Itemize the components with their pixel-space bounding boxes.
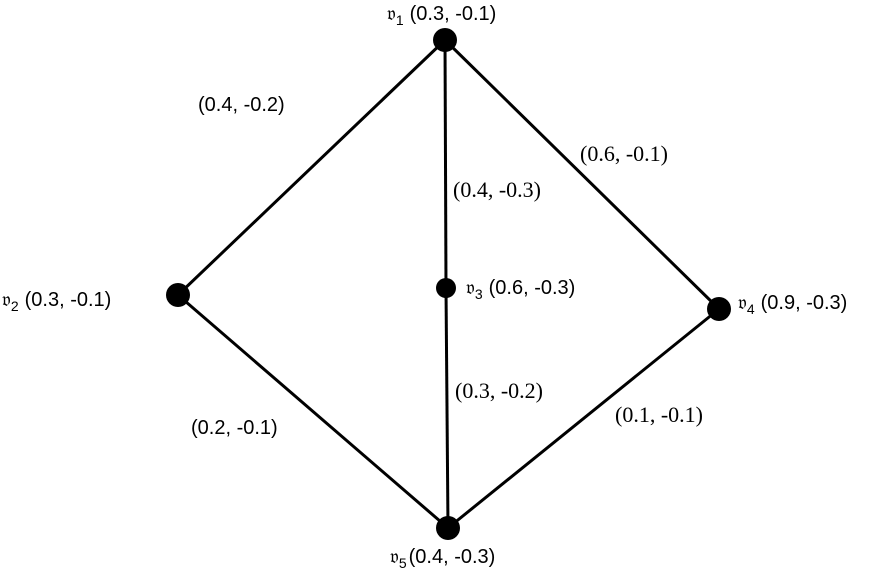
node-label-v2: 𝔳2(0.3, -0.1) xyxy=(2,289,111,314)
edge-label-v1-v4: (0.6, -0.1) xyxy=(580,141,668,166)
node-v4 xyxy=(707,297,731,321)
node-label-v3: 𝔳3(0.6, -0.3) xyxy=(466,277,575,302)
edge-v4-v5 xyxy=(447,307,720,530)
node-label-v5: 𝔳5(0.4, -0.3) xyxy=(390,546,495,571)
edge-v1-v2 xyxy=(176,38,447,297)
node-label-v1: 𝔳1(0.3, -0.1) xyxy=(387,3,496,28)
edge-v1-v3 xyxy=(443,39,448,289)
edge-label-v3-v5: (0.3, -0.2) xyxy=(455,378,543,403)
edge-label-v4-v5: (0.1, -0.1) xyxy=(615,402,703,427)
edge-v2-v5 xyxy=(177,293,449,530)
edge-label-v1-v3: (0.4, -0.3) xyxy=(453,177,541,202)
edge-v1-v4 xyxy=(443,38,721,311)
node-v1 xyxy=(433,28,457,52)
node-v3 xyxy=(436,278,456,298)
edge-label-v2-v5: (0.2, -0.1) xyxy=(191,417,278,439)
edge-v3-v5 xyxy=(444,287,450,529)
edge-label-v1-v2: (0.4, -0.2) xyxy=(198,94,285,116)
node-v5 xyxy=(436,516,460,540)
node-v2 xyxy=(166,283,190,307)
node-label-v4: 𝔳4(0.9, -0.3) xyxy=(738,292,847,317)
